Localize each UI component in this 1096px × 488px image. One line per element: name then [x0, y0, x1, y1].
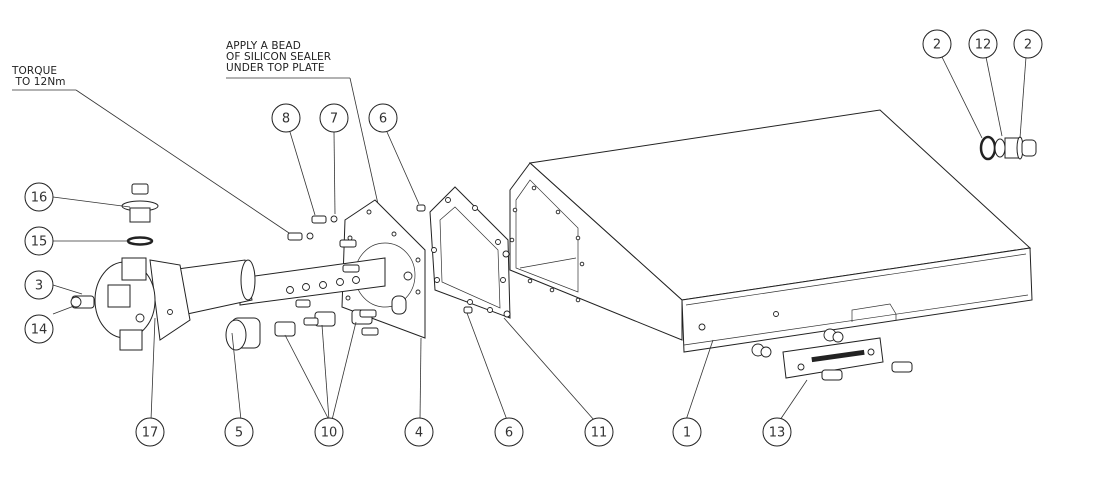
balloon-label: 5	[235, 426, 243, 441]
balloon-6-bottom: 6	[494, 417, 524, 447]
bolts	[287, 204, 473, 336]
balloon-label: 10	[321, 426, 338, 441]
balloon-label: 3	[35, 279, 43, 294]
torque-note: TORQUE TO 12Nm	[12, 66, 66, 88]
balloon-16: 16	[24, 182, 54, 212]
balloon-label: 14	[31, 323, 48, 338]
torque-note-line-1: TORQUE	[12, 65, 58, 77]
bracket-part-13	[751, 328, 913, 381]
balloon-13: 13	[762, 417, 792, 447]
balloon-2-left: 2	[922, 29, 952, 59]
balloon-label: 11	[591, 426, 608, 441]
fitting-part-16	[121, 183, 159, 223]
balloon-11: 11	[584, 417, 614, 447]
balloon-label: 7	[330, 112, 338, 127]
balloon-3: 3	[24, 270, 54, 300]
balloon-14: 14	[24, 314, 54, 344]
balloon-label: 8	[282, 112, 290, 127]
balloon-4: 4	[404, 417, 434, 447]
sealer-note-line-2: OF SILICON SEALER	[226, 51, 332, 63]
balloon-label: 15	[31, 235, 48, 250]
torque-note-line-2: TO 12Nm	[12, 76, 66, 88]
fittings-part-10	[274, 309, 373, 337]
o-ring-part-15	[126, 236, 154, 246]
balloon-5: 5	[224, 417, 254, 447]
balloon-2-right: 2	[1013, 29, 1043, 59]
balloon-12: 12	[968, 29, 998, 59]
sealer-note-line-1: APPLY A BEAD	[226, 40, 301, 52]
balloon-8: 8	[271, 103, 301, 133]
balloon-label: 4	[415, 426, 423, 441]
housing-end-holes	[509, 185, 585, 303]
balloon-leaders	[52, 56, 1027, 421]
knob-part-5	[225, 317, 261, 351]
valve-body-part-17	[94, 257, 191, 351]
gland-parts-2-12	[979, 135, 1037, 161]
sealer-note: APPLY A BEAD OF SILICON SEALER UNDER TOP…	[226, 41, 331, 74]
balloon-17: 17	[135, 417, 165, 447]
balloon-label: 16	[31, 191, 48, 206]
sealer-note-line-3: UNDER TOP PLATE	[226, 62, 325, 74]
gasket-part-11	[429, 186, 511, 319]
balloon-label: 2	[933, 38, 941, 53]
balloon-15: 15	[24, 226, 54, 256]
balloon-label: 2	[1024, 38, 1032, 53]
balloon-label: 12	[975, 38, 992, 53]
note-leaders	[12, 77, 379, 236]
balloon-7: 7	[319, 103, 349, 133]
balloon-10: 10	[314, 417, 344, 447]
housing-part-1	[509, 109, 1033, 353]
balloon-label: 17	[142, 426, 159, 441]
balloon-1: 1	[672, 417, 702, 447]
balloon-label: 6	[505, 426, 513, 441]
balloon-6-top: 6	[368, 103, 398, 133]
balloon-label: 6	[379, 112, 387, 127]
balloon-label: 1	[683, 426, 691, 441]
screw-part-3-14	[70, 295, 95, 309]
balloon-label: 13	[769, 426, 786, 441]
